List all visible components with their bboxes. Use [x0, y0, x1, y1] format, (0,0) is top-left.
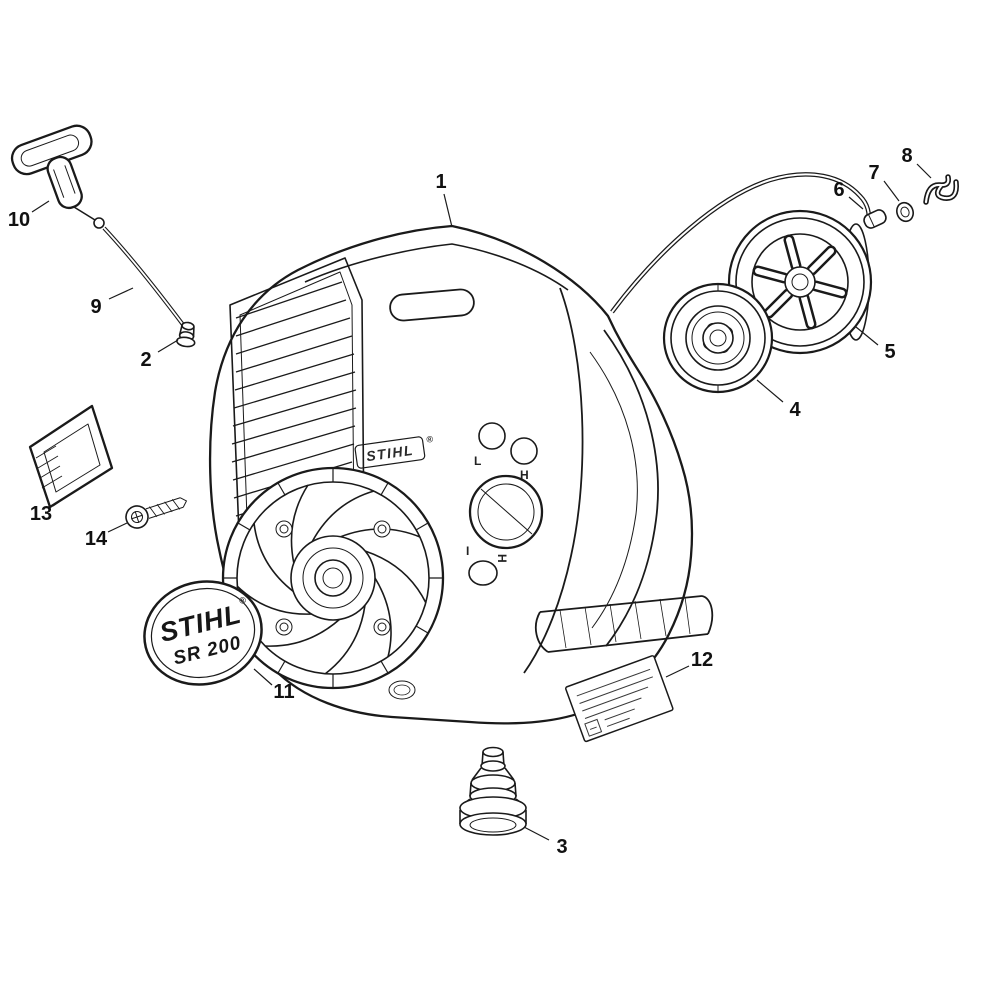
cage-hub [290, 535, 376, 621]
callouts: 1 2 3 4 5 6 7 8 [8, 145, 932, 858]
part-10-starter-grip [10, 124, 105, 229]
callout-label-4: 4 [789, 399, 801, 421]
carb-letter-high: H [520, 468, 529, 482]
part-2-rope-bushing [176, 321, 196, 348]
outlet-band [534, 595, 714, 653]
housing-logo-reg: ® [426, 434, 434, 445]
callout-label-5: 5 [884, 341, 895, 363]
part-9-starter-rope [102, 226, 186, 328]
part-1-fan-housing: STIHL ® L H I H [208, 224, 714, 725]
callout-label-12: 12 [691, 649, 713, 671]
callout-3: 3 [523, 826, 568, 858]
callout-13: 13 [30, 494, 70, 525]
callout-7: 7 [868, 162, 900, 202]
callout-2: 2 [140, 339, 179, 371]
callout-10: 10 [8, 200, 50, 231]
starter-rope-long [610, 172, 871, 314]
callout-label-14: 14 [85, 528, 108, 550]
callout-8: 8 [901, 145, 932, 179]
callout-12: 12 [665, 649, 713, 678]
part-8-spring-clip [923, 174, 959, 205]
cage-vanes [236, 484, 427, 675]
cover-spokes [752, 234, 848, 330]
callout-label-9: 9 [90, 296, 101, 318]
callout-6: 6 [833, 179, 864, 210]
part-11-model-badge: STIHL ® SR 200 [143, 580, 263, 686]
carb-adjust-area: L H I H [466, 422, 544, 586]
housing-contours [388, 287, 659, 700]
part-7-washer [896, 201, 914, 223]
cage-bolts [275, 520, 391, 636]
carb-letter-low: L [474, 454, 481, 468]
part-12-info-label [565, 655, 674, 743]
part-4-rope-rotor [662, 282, 774, 394]
fan-spiral-cage [221, 466, 445, 690]
callout-9: 9 [90, 287, 134, 318]
callout-4: 4 [756, 379, 801, 421]
housing-logo: STIHL ® [354, 434, 434, 469]
housing-logo-text: STIHL [365, 442, 415, 465]
callout-label-10: 10 [8, 209, 30, 231]
callout-11: 11 [253, 668, 295, 703]
callout-14: 14 [85, 522, 128, 550]
callout-label-8: 8 [901, 145, 912, 167]
callout-label-2: 2 [140, 349, 151, 371]
part-14-screw [125, 497, 188, 529]
callout-5: 5 [855, 326, 896, 363]
callout-label-13: 13 [30, 503, 52, 525]
callout-label-11: 11 [273, 681, 294, 703]
part-13-deflector [28, 404, 114, 509]
carb-letter-idle-h: H [495, 554, 509, 563]
callout-label-1: 1 [435, 171, 446, 193]
callout-label-7: 7 [868, 162, 879, 184]
part-6-bushing [863, 209, 887, 229]
callout-1: 1 [435, 171, 453, 228]
callout-label-3: 3 [556, 836, 567, 858]
housing-top-seam [304, 243, 569, 322]
badge-reg-mark: ® [238, 595, 247, 606]
carb-letter-idle-i: I [466, 544, 469, 558]
callout-label-6: 6 [833, 179, 844, 201]
part-3-buffer [459, 746, 527, 836]
